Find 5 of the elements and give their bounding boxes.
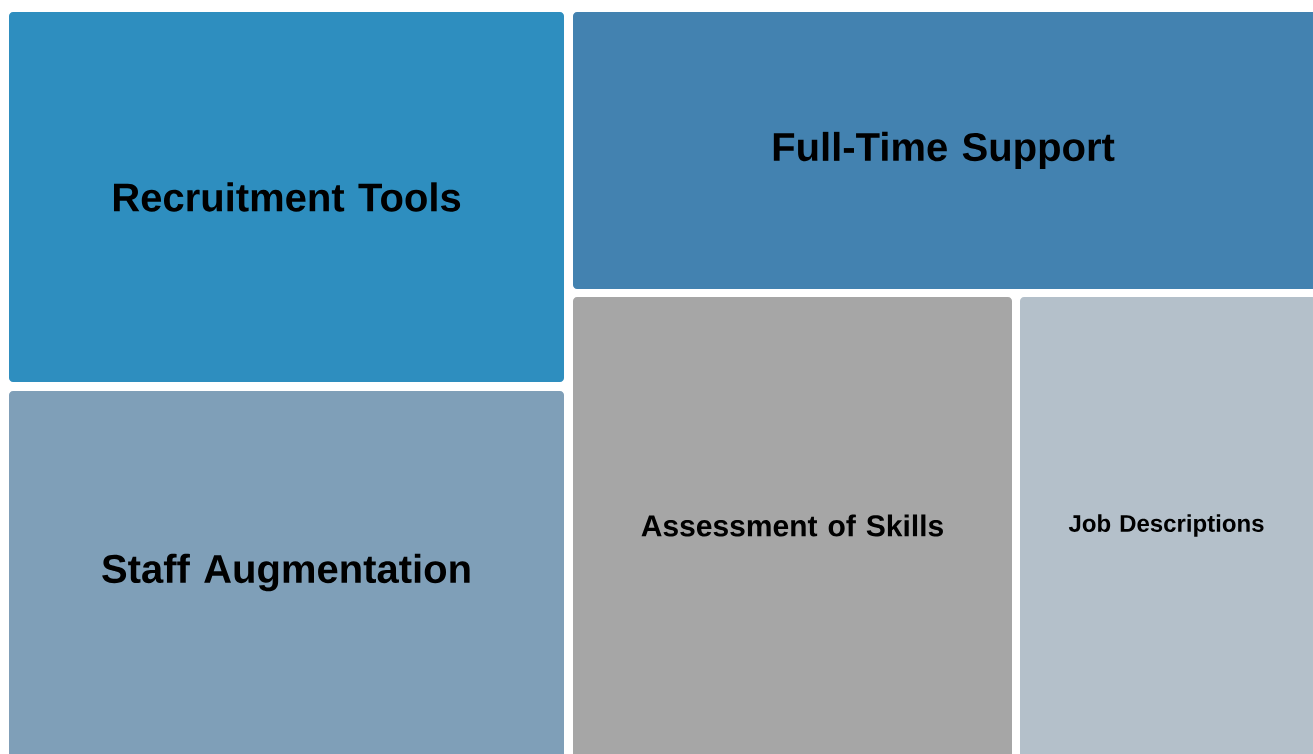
treemap-tile: Recruitment Tools xyxy=(9,12,564,382)
treemap-tile: Staff Augmentation xyxy=(9,391,564,754)
treemap-tile: Full-Time Support xyxy=(573,12,1313,289)
treemap-tile: Assessment of Skills xyxy=(573,297,1012,754)
treemap-tile: Job Descriptions xyxy=(1020,297,1313,754)
